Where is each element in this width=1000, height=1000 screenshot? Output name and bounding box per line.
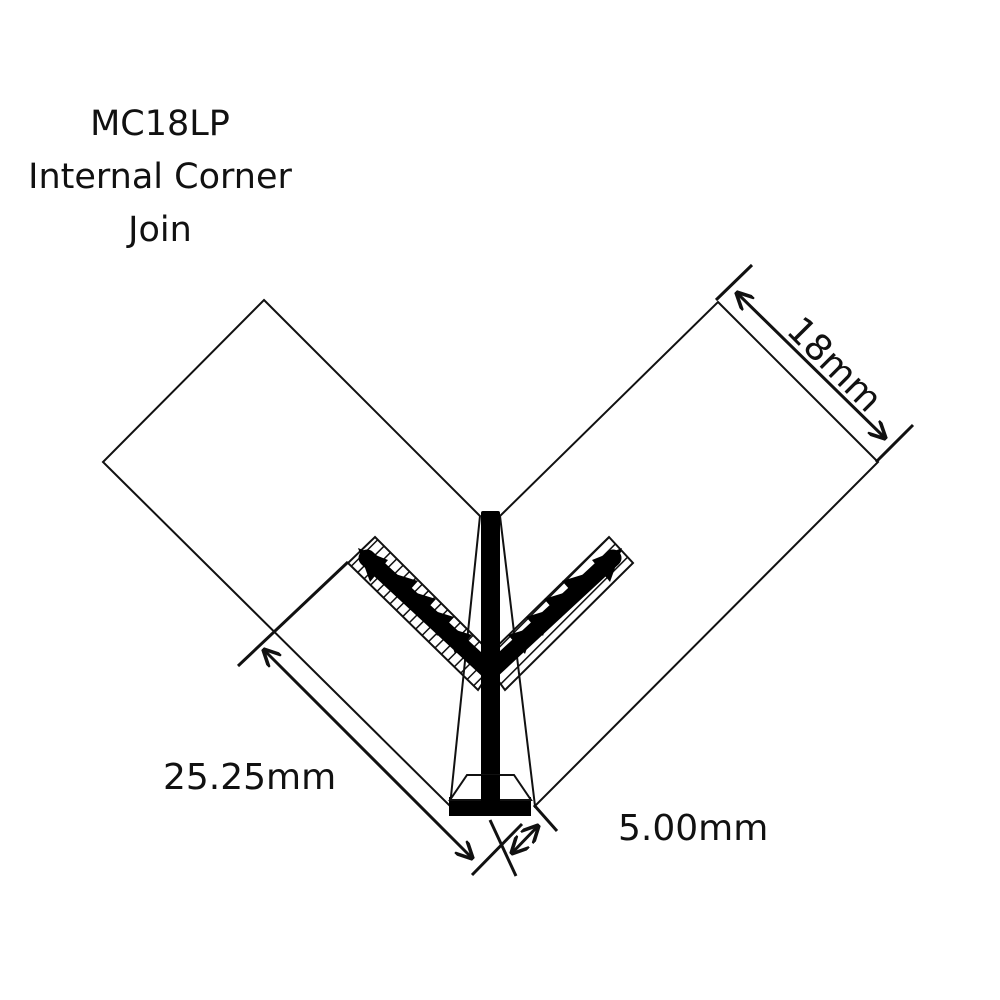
dimension-gap-label: 5.00mm — [618, 808, 768, 849]
dimension-gap: 5.00mm — [488, 804, 768, 877]
profile-stem — [481, 511, 500, 807]
dimension-depth: 25.25mm — [163, 560, 524, 877]
title-line-2: Internal Corner — [28, 157, 292, 197]
diagram-title: MC18LP Internal Corner Join — [0, 98, 320, 257]
dimension-depth-label: 25.25mm — [163, 757, 336, 798]
title-product-code: MC18LP — [90, 104, 230, 144]
profile-right-fin — [481, 548, 622, 681]
left-board — [101, 298, 482, 809]
title-line-3: Join — [128, 210, 192, 250]
